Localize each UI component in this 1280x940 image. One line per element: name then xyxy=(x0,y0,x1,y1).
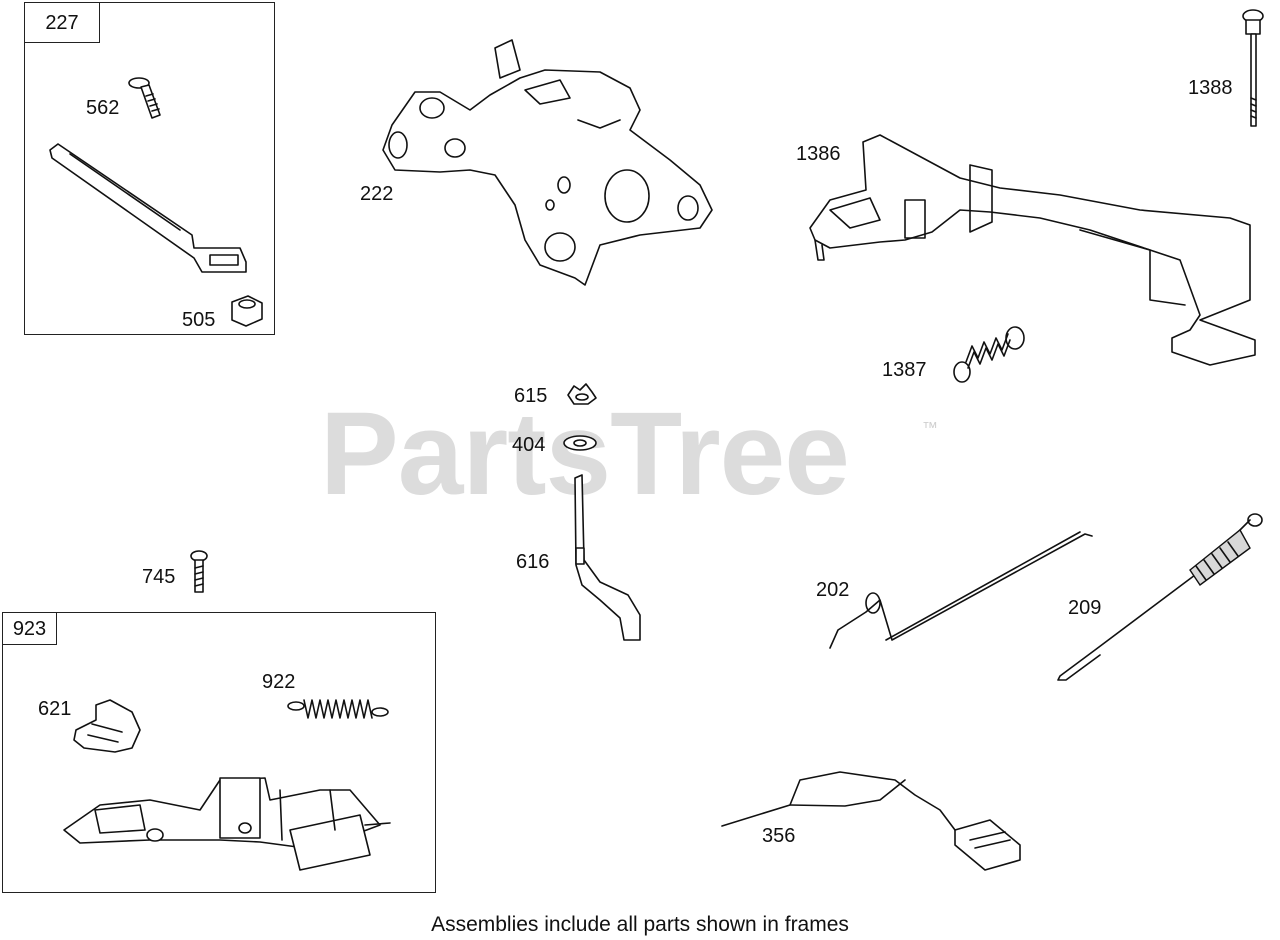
bolt-icon[interactable] xyxy=(128,77,161,119)
link-rod-icon[interactable] xyxy=(829,531,1093,649)
callout-562[interactable]: 562 xyxy=(86,97,120,119)
callout-616[interactable]: 616 xyxy=(516,551,550,573)
nut-icon[interactable] xyxy=(231,295,263,327)
governor-spring-icon[interactable] xyxy=(1057,513,1263,681)
callout-745[interactable]: 745 xyxy=(142,566,176,588)
spring-icon[interactable] xyxy=(287,699,389,719)
governor-crank-icon[interactable] xyxy=(574,474,641,641)
frame-923: 923 xyxy=(2,612,436,893)
throttle-lever-icon[interactable] xyxy=(809,134,1256,366)
callout-621[interactable]: 621 xyxy=(38,698,72,720)
control-bracket-icon[interactable] xyxy=(382,39,713,286)
callout-615[interactable]: 615 xyxy=(514,385,548,407)
callout-1388[interactable]: 1388 xyxy=(1188,77,1233,99)
governor-lever-icon[interactable] xyxy=(49,143,247,273)
control-plate-assembly-icon[interactable] xyxy=(63,777,391,871)
callout-922[interactable]: 922 xyxy=(262,671,296,693)
callout-202[interactable]: 202 xyxy=(816,579,850,601)
frame-tag-923[interactable]: 923 xyxy=(3,613,57,645)
footnote: Assemblies include all parts shown in fr… xyxy=(431,913,849,936)
callout-1386[interactable]: 1386 xyxy=(796,143,841,165)
callout-222[interactable]: 222 xyxy=(360,183,394,205)
ground-wire-icon[interactable] xyxy=(721,771,1021,871)
extension-spring-icon[interactable] xyxy=(953,326,1025,383)
callout-209[interactable]: 209 xyxy=(1068,597,1102,619)
callout-1387[interactable]: 1387 xyxy=(882,359,927,381)
frame-227: 227 xyxy=(24,2,275,335)
callout-404[interactable]: 404 xyxy=(512,434,546,456)
washer-icon[interactable] xyxy=(563,435,597,451)
trademark-mark: ™ xyxy=(922,420,938,437)
frame-tag-227[interactable]: 227 xyxy=(25,3,100,43)
callout-505[interactable]: 505 xyxy=(182,309,216,331)
push-nut-icon[interactable] xyxy=(567,383,597,405)
callout-356[interactable]: 356 xyxy=(762,825,796,847)
long-bolt-icon[interactable] xyxy=(1242,9,1264,127)
clip-icon[interactable] xyxy=(73,699,141,753)
watermark: PartsTree xyxy=(320,388,850,520)
screw-icon[interactable] xyxy=(190,550,208,593)
